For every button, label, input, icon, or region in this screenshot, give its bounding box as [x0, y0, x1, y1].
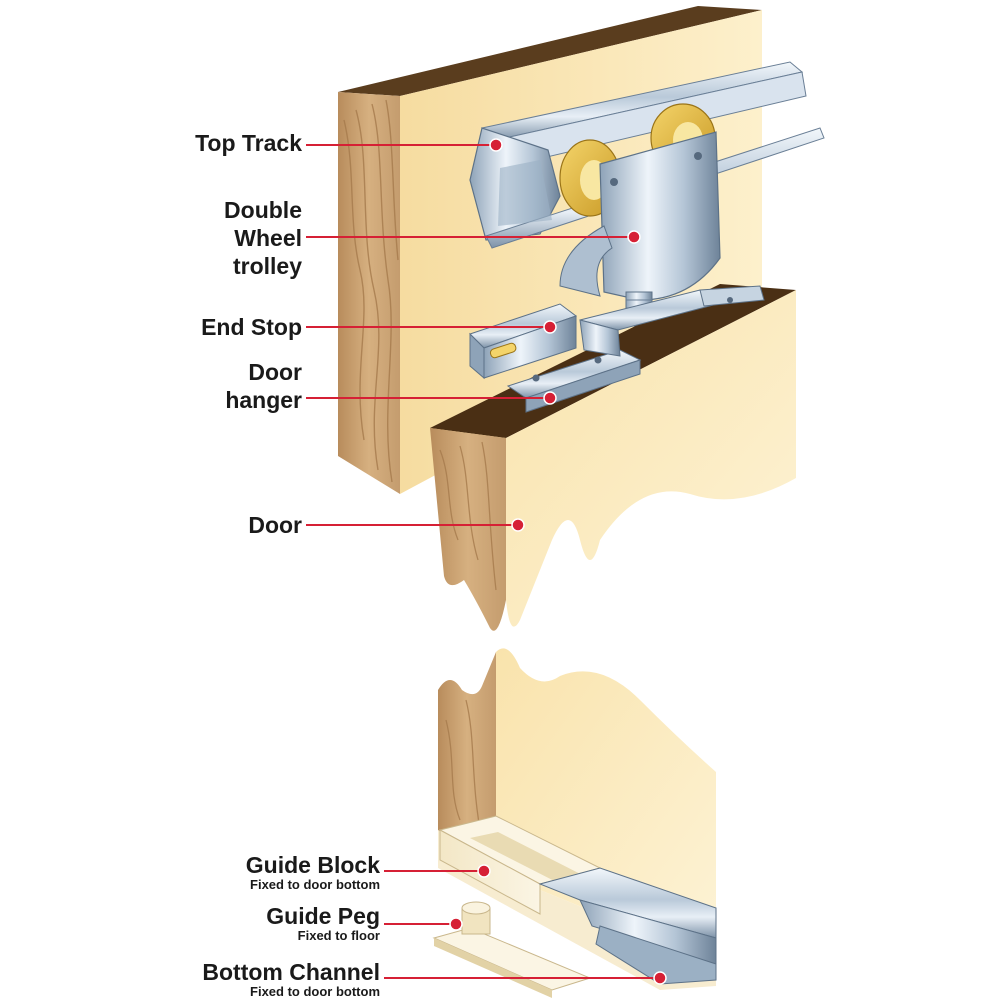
top-track-marker	[489, 138, 503, 152]
double-wheel-trolley	[559, 103, 721, 327]
note-guide-peg: Fixed to floor	[297, 928, 380, 943]
bottom-channel	[538, 867, 717, 985]
trolley-marker	[627, 230, 641, 244]
label-door-hanger: Door hanger	[225, 359, 302, 413]
label-guide-block: Guide Block	[245, 852, 380, 878]
bottom-channel-marker	[653, 971, 667, 985]
guide-peg-marker	[449, 917, 463, 931]
label-bottom-channel: Bottom Channel	[202, 959, 380, 985]
guide-peg	[432, 901, 592, 998]
end-stop-marker	[543, 320, 557, 334]
label-double-wheel-trolley: Double Wheel trolley	[224, 197, 302, 279]
door-hanger-marker	[543, 391, 557, 405]
note-bottom-channel: Fixed to door bottom	[250, 984, 380, 999]
label-guide-peg: Guide Peg	[266, 903, 380, 929]
label-top-track: Top Track	[195, 130, 302, 156]
guide-block-marker	[477, 864, 491, 878]
label-door: Door	[248, 512, 302, 538]
door-marker	[511, 518, 525, 532]
label-end-stop: End Stop	[201, 314, 302, 340]
leader-lines	[306, 138, 667, 985]
note-guide-block: Fixed to door bottom	[250, 877, 380, 892]
